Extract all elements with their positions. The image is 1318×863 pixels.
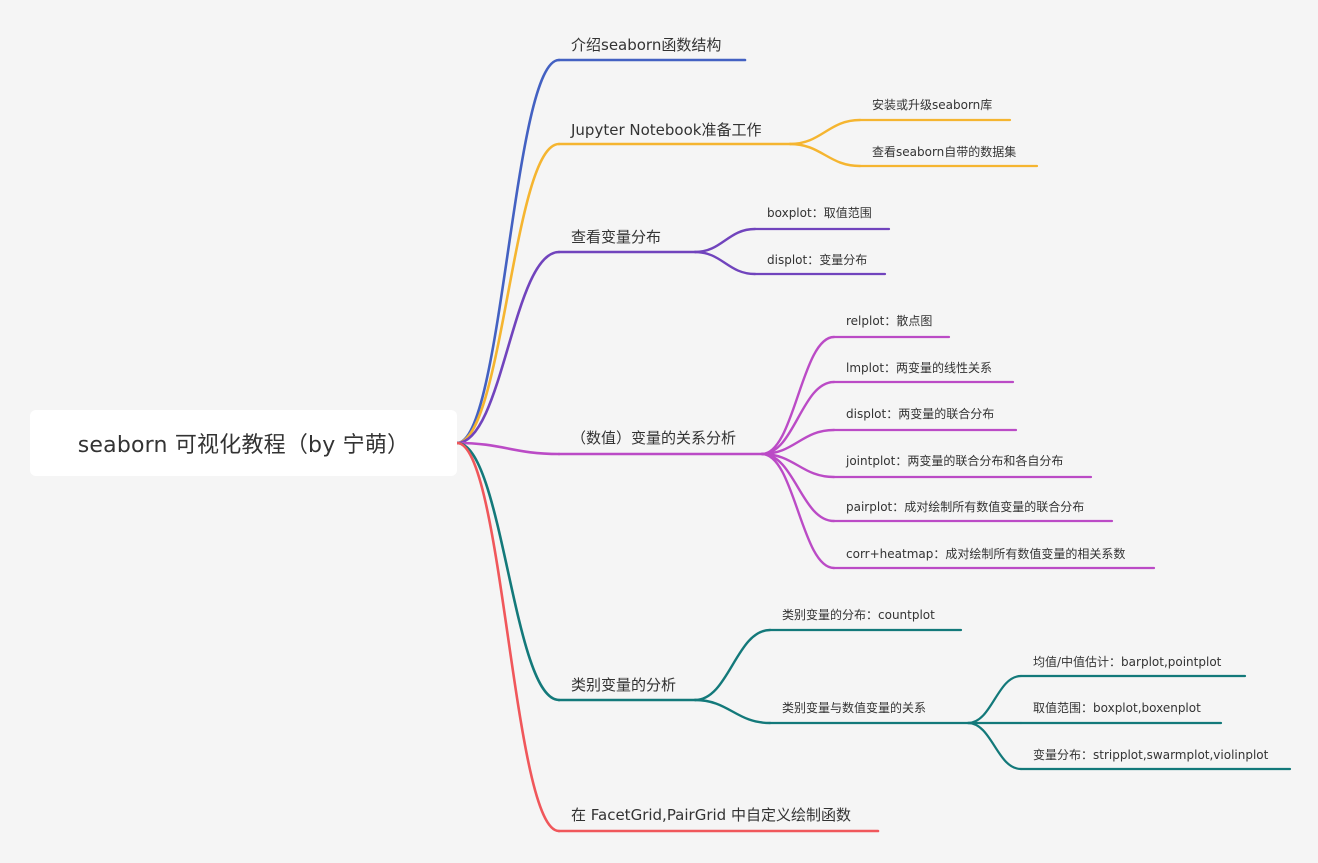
node-countplot[interactable]: 类别变量的分布：countplot bbox=[782, 608, 935, 622]
connector-edge bbox=[693, 250, 757, 276]
connector-edge bbox=[788, 118, 862, 146]
connector-edge bbox=[966, 721, 1023, 771]
node-strip-swarm-violin[interactable]: 变量分布：stripplot,swarmplot,violinplot bbox=[1033, 748, 1269, 762]
root-label: seaborn 可视化教程（by 宁萌） bbox=[77, 433, 410, 458]
branch-intro[interactable]: 介绍seaborn函数结构 bbox=[571, 36, 722, 54]
connector-edge bbox=[693, 698, 772, 725]
node-cat-num-relation[interactable]: 类别变量与数值变量的关系 bbox=[782, 701, 927, 715]
node-relplot[interactable]: relplot：散点图 bbox=[846, 314, 933, 328]
node-barplot-pointplot[interactable]: 均值/中值估计：barplot,pointplot bbox=[1033, 655, 1222, 669]
connector-edge bbox=[455, 441, 561, 833]
root-node[interactable]: seaborn 可视化教程（by 宁萌） bbox=[30, 410, 457, 476]
connector-edge bbox=[966, 674, 1023, 725]
connector-edge bbox=[455, 441, 561, 456]
connector-edge bbox=[760, 452, 836, 570]
node-displot[interactable]: displot：变量分布 bbox=[767, 253, 868, 267]
connector-edge bbox=[455, 142, 561, 445]
connector-edge bbox=[455, 58, 561, 445]
node-jointplot[interactable]: jointplot：两变量的联合分布和各自分布 bbox=[846, 454, 1064, 468]
connector-edge bbox=[760, 428, 836, 456]
connector-edge bbox=[455, 250, 561, 445]
connector-edge bbox=[693, 628, 772, 702]
connector-edge bbox=[788, 142, 862, 168]
connector-edge bbox=[693, 227, 757, 254]
branch-distribution[interactable]: 查看变量分布 bbox=[571, 228, 662, 246]
node-view-datasets[interactable]: 查看seaborn自带的数据集 bbox=[872, 145, 1017, 159]
branch-categorical[interactable]: 类别变量的分析 bbox=[571, 676, 677, 694]
node-pairplot[interactable]: pairplot：成对绘制所有数值变量的联合分布 bbox=[846, 500, 1085, 514]
node-displot-joint[interactable]: displot：两变量的联合分布 bbox=[846, 407, 995, 421]
connector-edge bbox=[760, 335, 836, 456]
node-lmplot[interactable]: lmplot：两变量的线性关系 bbox=[846, 361, 993, 375]
connector-edge bbox=[760, 380, 836, 456]
branch-relationship[interactable]: （数值）变量的关系分析 bbox=[571, 429, 737, 447]
node-boxplot-boxenplot[interactable]: 取值范围：boxplot,boxenplot bbox=[1033, 701, 1201, 715]
branch-jupyter[interactable]: Jupyter Notebook准备工作 bbox=[571, 121, 762, 139]
branch-facetgrid[interactable]: 在 FacetGrid,PairGrid 中自定义绘制函数 bbox=[571, 806, 851, 824]
connector-edge bbox=[455, 441, 561, 702]
node-corr-heatmap[interactable]: corr+heatmap：成对绘制所有数值变量的相关系数 bbox=[846, 547, 1126, 561]
node-boxplot[interactable]: boxplot：取值范围 bbox=[767, 206, 872, 220]
node-install-seaborn[interactable]: 安装或升级seaborn库 bbox=[872, 98, 993, 112]
